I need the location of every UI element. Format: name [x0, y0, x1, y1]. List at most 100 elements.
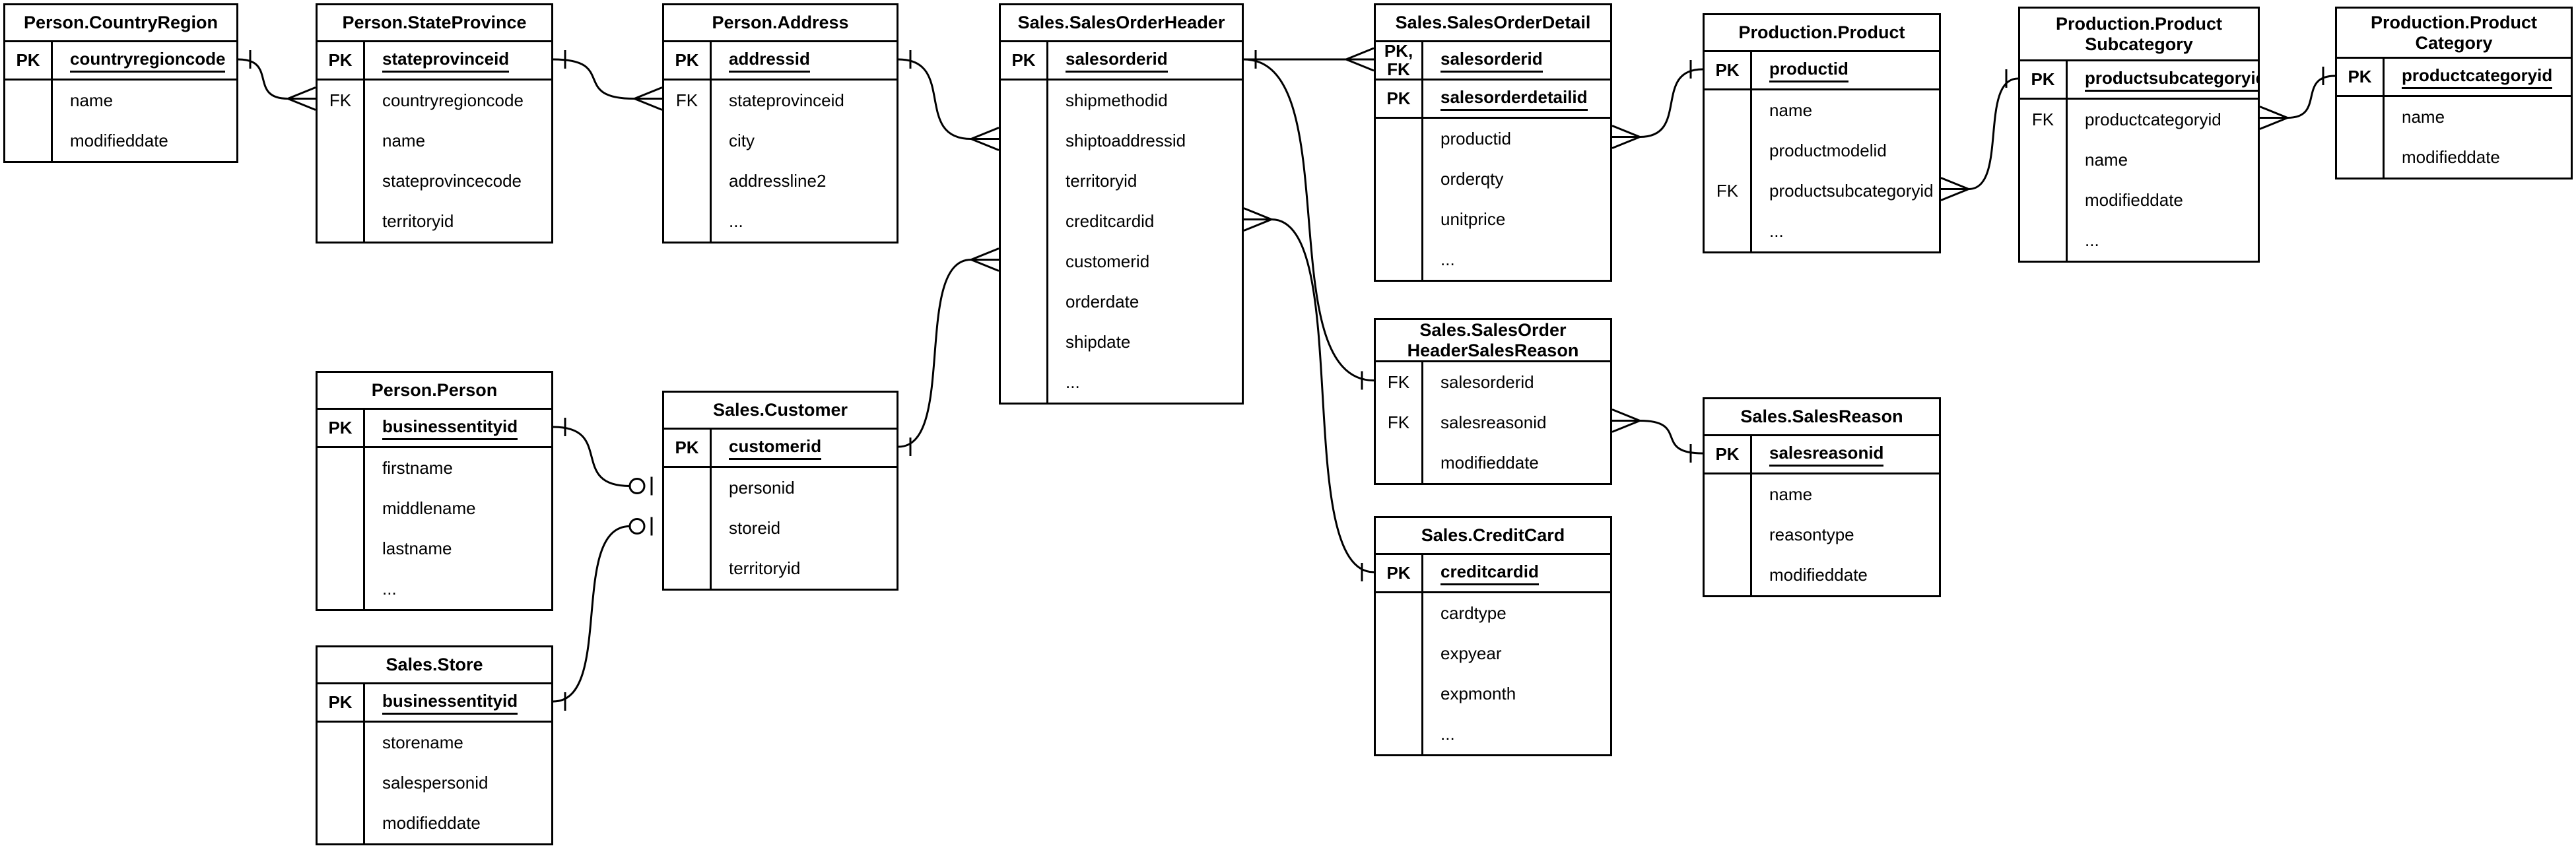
relationship-curve[interactable]	[238, 58, 288, 100]
key-label	[318, 488, 365, 529]
relationship-curve[interactable]	[898, 58, 972, 140]
relationship-sales_salesorderheader-sales_salesorderdetail[interactable]	[1244, 47, 1374, 72]
relationship-curve[interactable]	[553, 58, 635, 100]
field-cell: addressline2	[712, 161, 897, 201]
relationship-curve[interactable]	[1271, 218, 1374, 573]
key-label	[1376, 714, 1423, 754]
key-label	[664, 161, 712, 201]
relationship-sales_customer-sales_salesorderheader[interactable]	[898, 247, 1000, 457]
field-cell: shipdate	[1048, 322, 1242, 362]
field-name: modifieddate	[1441, 453, 1539, 472]
key-label: PK	[1705, 52, 1752, 88]
key-label	[1001, 201, 1048, 242]
relationship-sales_salesorderdetail-production_product[interactable]	[1611, 60, 1703, 149]
relationship-sales_salesorderheader-sales_creditcard[interactable]	[1243, 207, 1374, 582]
field-name: expmonth	[1441, 684, 1516, 703]
key-label: FK	[664, 81, 712, 121]
key-label	[2020, 180, 2068, 220]
relationship-curve[interactable]	[1639, 68, 1703, 138]
table-row: reasontype	[1705, 515, 1939, 555]
table-row: modifieddate	[5, 121, 236, 161]
relationship-production_product-production_productsubcategory[interactable]	[1940, 69, 2019, 201]
field-name: salesorderid	[1066, 49, 1168, 73]
field-cell: shipmethodid	[1048, 81, 1242, 121]
table-title-line: Sales.CreditCard	[1421, 525, 1565, 546]
key-label	[318, 448, 365, 488]
relationship-sales_store-sales_customer[interactable]	[553, 517, 653, 711]
table-row: modifieddate	[1705, 555, 1939, 595]
table-row: name	[318, 121, 551, 161]
field-cell: storeid	[712, 508, 897, 548]
field-name: name	[2402, 107, 2445, 127]
table-title: Person.Person	[318, 373, 551, 410]
relationship-curve[interactable]	[2287, 75, 2336, 119]
relationship-sales_salesorderheader-sales_salesorderheadersalesreason[interactable]	[1243, 50, 1374, 390]
field-name: stateprovinceid	[729, 90, 844, 110]
relationship-person_person-sales_customer[interactable]	[553, 418, 653, 496]
field-name: addressid	[729, 49, 810, 73]
relationship-sales_salesorderheadersalesreason-sales_salesreason[interactable]	[1611, 408, 1703, 463]
field-name: middlename	[382, 498, 476, 518]
field-name: ...	[1066, 372, 1080, 392]
field-cell: shiptoaddressid	[1048, 121, 1242, 161]
relationship-production_productsubcategory-production_productcategory[interactable]	[2259, 67, 2336, 130]
relationship-curve[interactable]	[553, 426, 630, 487]
field-name: customerid	[729, 436, 822, 460]
field-cell: orderdate	[1048, 282, 1242, 322]
key-label: PK	[1376, 81, 1423, 117]
field-cell: ...	[1752, 211, 1939, 251]
key-label	[1705, 474, 1752, 515]
table-row: orderqty	[1376, 159, 1610, 199]
table-title: Person.Address	[664, 5, 897, 42]
key-label	[2020, 220, 2068, 261]
table-row: name	[1705, 90, 1939, 131]
table-title-line: Production.Product	[2371, 13, 2537, 33]
key-label: PK	[664, 430, 712, 466]
table-row: territoryid	[664, 548, 897, 589]
key-label	[1376, 159, 1423, 199]
relationship-curve[interactable]	[1243, 58, 1374, 381]
field-name: creditcardid	[1066, 211, 1155, 231]
relationship-curve[interactable]	[553, 525, 630, 703]
relationship-curve[interactable]	[898, 259, 972, 448]
key-label	[2337, 137, 2385, 178]
table-title-line: Sales.SalesOrderDetail	[1395, 13, 1591, 33]
field-name: customerid	[1066, 251, 1150, 271]
key-label: PK	[1376, 555, 1423, 591]
relationship-curve[interactable]	[1968, 77, 2019, 190]
relationship-person_stateprovince-person_address[interactable]	[553, 50, 663, 111]
relationship-person_countryregion-person_stateprovince[interactable]	[238, 50, 316, 111]
field-name: businessentityid	[382, 691, 518, 715]
key-label	[5, 81, 53, 121]
key-label	[318, 803, 365, 843]
key-label	[2020, 140, 2068, 180]
table-row: ...	[1376, 240, 1610, 280]
key-label	[318, 529, 365, 569]
field-name: countryregioncode	[382, 90, 524, 110]
relationship-curve[interactable]	[1639, 420, 1703, 455]
table-row: storeid	[664, 508, 897, 548]
field-cell: name	[1752, 474, 1939, 515]
table-row: stateprovincecode	[318, 161, 551, 201]
key-label	[1705, 515, 1752, 555]
relationship-person_address-sales_salesorderheader[interactable]	[898, 50, 1000, 151]
